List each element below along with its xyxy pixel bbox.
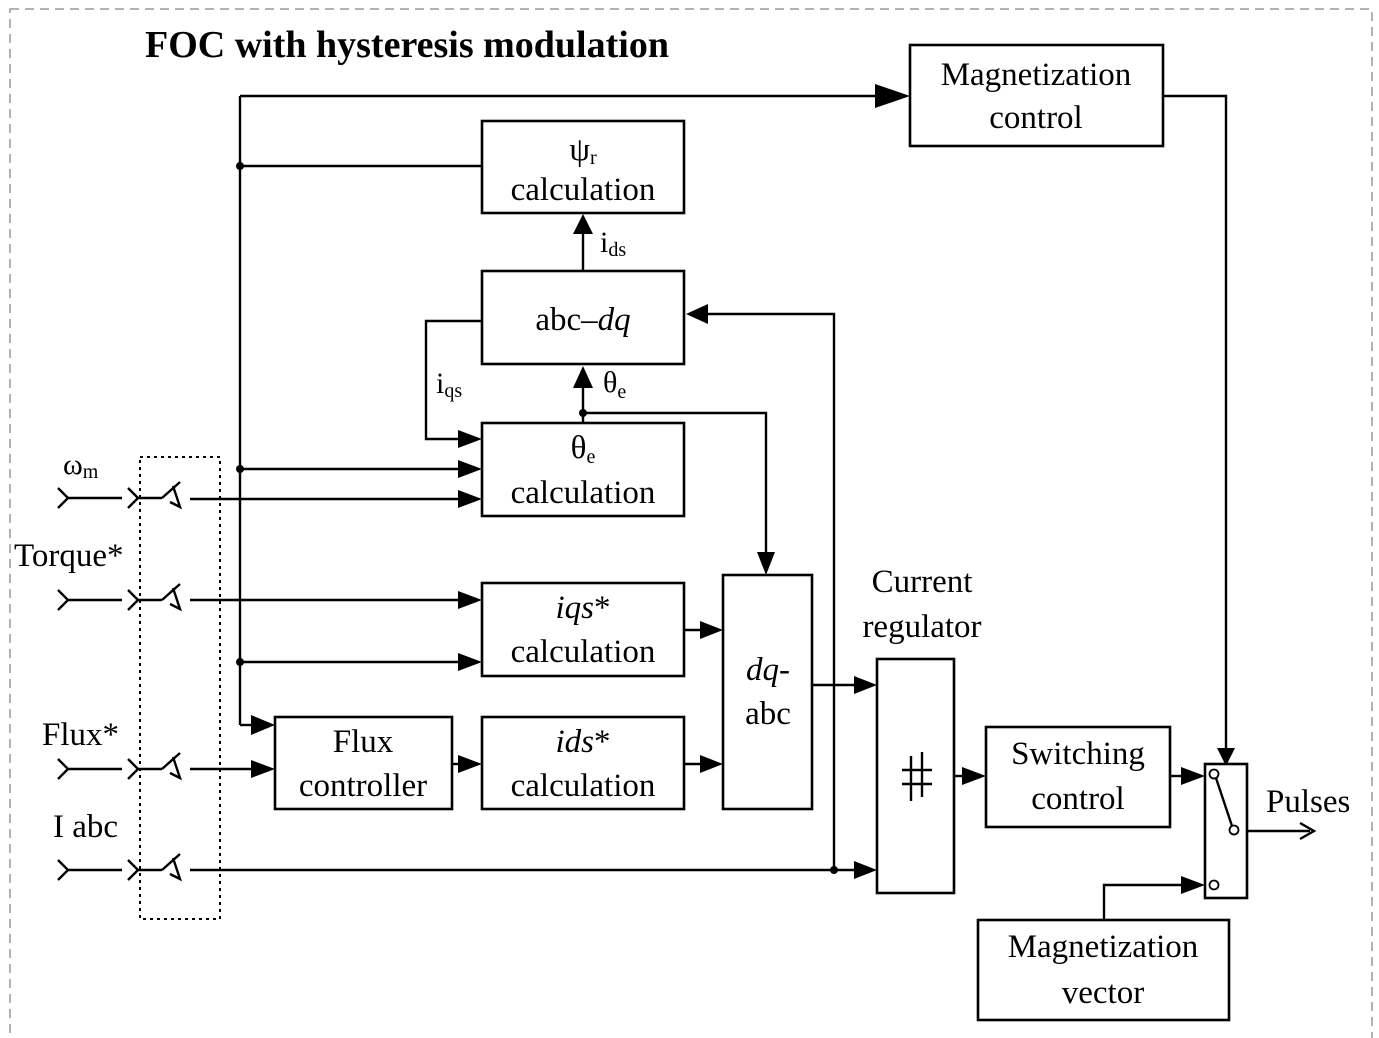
theta-e-symbol: θe [571,430,596,468]
switching-control-block: Switching control [984,725,1172,829]
current-regulator-line1: Current [872,564,973,600]
i-abc-input-label: I abc [53,809,118,845]
iqs-signal-label: iqs [436,367,462,402]
theta-e-calculation-block: θe calculation [480,421,686,518]
psi-r-symbol: ψr [569,132,597,169]
input-switch-group [139,456,221,920]
ids-calculation-block: ids* calculation [480,715,686,811]
ids-star-label: ids* [555,724,610,760]
magnetization-vector-block: Magnetization vector [976,918,1231,1022]
iqs-calculation-block: iqs* calculation [480,581,686,678]
connection-lines [57,94,1317,920]
magnetization-vector-line2: vector [1062,975,1144,1011]
magnetization-control-line1: Magnetization [941,57,1132,93]
dq-abc-line2: abc [745,696,791,732]
ids-signal-label: ids [600,226,626,261]
iqs-calculation-text: calculation [511,634,656,670]
theta-e-calculation-text: calculation [511,475,656,511]
magnetization-vector-line1: Magnetization [1008,929,1199,965]
switching-control-line2: control [1031,781,1124,817]
hysteresis-icon [902,752,932,801]
magnetization-control-block: Magnetization control [908,43,1165,148]
dq-abc-line1: dq- [746,652,790,688]
torque-input-label: Torque* [14,538,124,574]
diagram-frame [9,8,1373,1038]
flux-input-label: Flux* [42,717,119,753]
abc-dq-block: abc–dq [480,269,686,366]
junction-dots [236,162,838,874]
iqs-star-label: iqs* [555,590,610,626]
flux-controller-line2: controller [299,768,427,804]
theta-e-signal-label: θe [603,366,626,403]
switching-control-line1: Switching [1011,736,1145,772]
output-selector-switch [1203,762,1249,900]
dq-abc-block: dq- abc [721,573,814,811]
input-switch-icons [169,485,183,882]
current-regulator-line2: regulator [862,609,981,645]
magnetization-control-line2: control [989,100,1082,136]
psi-r-calculation-text: calculation [511,172,656,208]
abc-dq-label: abc–dq [535,302,630,338]
arrowheads [251,84,1235,894]
flux-controller-line1: Flux [333,724,394,760]
omega-m-input-label: ωm [63,448,99,483]
flux-controller-block: Flux controller [273,715,454,811]
current-regulator-block: Current regulator [862,564,982,895]
psi-r-calculation-block: ψr calculation [480,119,686,215]
diagram-title: FOC with hysteresis modulation [145,24,669,66]
ids-calculation-text: calculation [511,768,656,804]
pulses-output-label: Pulses [1266,784,1350,820]
